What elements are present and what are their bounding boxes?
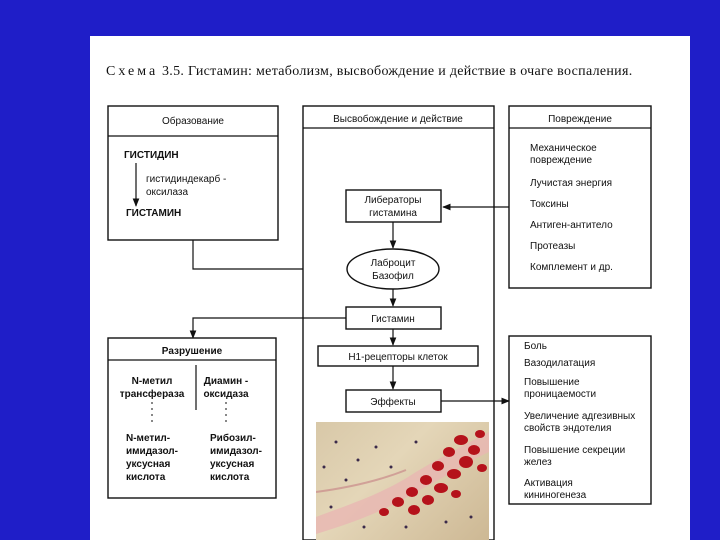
cell-line2: Базофил: [372, 270, 414, 282]
dao-line2: оксидаза: [203, 389, 249, 400]
damage-title: Повреждение: [548, 114, 612, 125]
caption-number: 3.5.: [162, 64, 185, 79]
effect-secretion-2: желез: [524, 457, 552, 468]
receptors-box: [317, 345, 479, 367]
formation-title: Образование: [162, 115, 224, 127]
effect-permeability-1: Повышение: [524, 377, 580, 388]
liberators-line1: Либераторы: [364, 194, 421, 206]
product1-line2: имидазол-: [126, 446, 178, 457]
formation-to-labrocyte-arrow: [192, 240, 347, 273]
effect-kininogenesis-2: кининогенеза: [524, 490, 587, 501]
product-2: Рибозил- имидазол- уксусная кислота: [210, 432, 262, 483]
product2-line2: имидазол-: [210, 446, 262, 457]
damage-item-radiation: Лучистая энергия: [530, 178, 612, 189]
receptors-label: Н1-рецепторы клеток: [348, 352, 448, 363]
damage-box: [508, 105, 652, 289]
diagram-caption: Схема 3.5. Гистамин: метаболизм, высвобо…: [106, 64, 671, 79]
product2-line1: Рибозил-: [210, 432, 256, 444]
micrograph-image: [316, 422, 489, 540]
nmt-line2: трансфераза: [120, 388, 185, 400]
nmt-line1: N-метил: [132, 376, 173, 387]
effect-adhesion-2: свойств эндотелия: [524, 423, 611, 434]
effects-list: Боль Вазодилатация Повышение проницаемос…: [524, 341, 635, 501]
effects-list-box: [508, 335, 652, 505]
product-1: N-метил- имидазол- уксусная кислота: [126, 433, 178, 483]
effect-vasodilation: Вазодилатация: [524, 358, 595, 369]
effect-kininogenesis-1: Активация: [524, 478, 573, 489]
damage-item-antigen: Антиген-антитело: [530, 220, 613, 231]
product2-line4: кислота: [210, 472, 250, 483]
histamine-released-label: Гистамин: [371, 314, 414, 325]
product2-line3: уксусная: [210, 459, 254, 470]
histidine-label: ГИСТИДИН: [124, 150, 179, 161]
effect-adhesion-1: Увеличение адгезивных: [524, 411, 635, 422]
effect-pain: Боль: [524, 341, 547, 352]
dao-line1: Диамин -: [204, 376, 249, 387]
histamine-to-destruction-arrow: [189, 317, 346, 339]
micrograph-drawing: [316, 430, 489, 534]
liberators-line2: гистамина: [369, 208, 417, 219]
destruction-title: Разрушение: [162, 346, 223, 357]
enzyme-line2: оксилаза: [146, 187, 189, 198]
damage-item-mechanical-1: Механическое: [530, 143, 597, 154]
damage-item-complement: Комплемент и др.: [530, 262, 613, 273]
effect-secretion-1: Повышение секреции: [524, 445, 625, 456]
damage-item-toxins: Токсины: [530, 199, 569, 210]
release-title: Высвобождение и действие: [333, 113, 463, 125]
product1-line1: N-метил-: [126, 433, 170, 444]
histamine-formed-label: ГИСТАМИН: [126, 208, 181, 219]
enzyme-line1: гистидиндекарб -: [146, 173, 226, 185]
effects-label: Эффекты: [370, 396, 415, 408]
destruction-box: [107, 337, 277, 499]
caption-label: Схема: [106, 64, 159, 79]
effect-permeability-2: проницаемости: [524, 389, 596, 400]
damage-item-mechanical-2: повреждение: [530, 155, 592, 166]
product1-line4: кислота: [126, 472, 166, 483]
cell-line1: Лаброцит: [371, 257, 416, 269]
labrocyte-ellipse: [346, 248, 440, 290]
damage-list: Механическое повреждение Лучистая энерги…: [530, 143, 613, 273]
damage-item-proteases: Протеазы: [530, 241, 575, 252]
caption-text: Гистамин: метаболизм, высвобождение и де…: [188, 64, 633, 79]
product1-line3: уксусная: [126, 459, 170, 470]
